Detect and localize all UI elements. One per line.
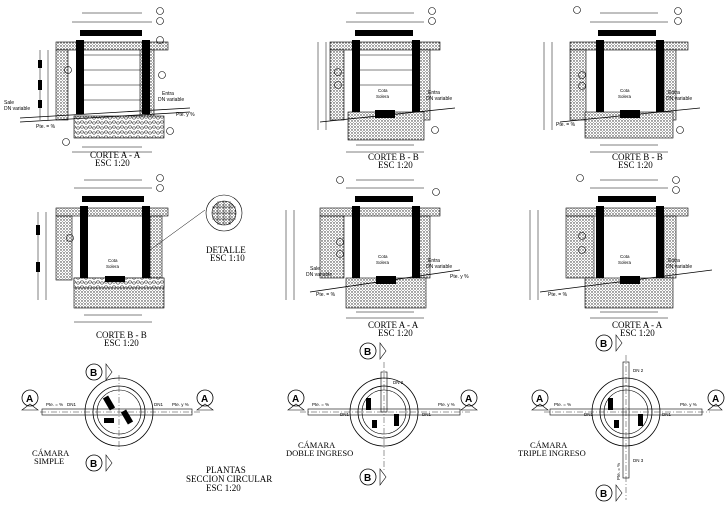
section-title: CORTE B - B: [96, 330, 147, 340]
detail-scale: ESC 1:10: [210, 253, 245, 263]
marker-a: A: [201, 394, 208, 405]
marker-a: A: [292, 394, 299, 405]
sale-label: Sale: [310, 266, 320, 272]
section-6: Cota Solera Entra DN variable Pte. = % C…: [529, 174, 713, 338]
dn-variable-label: DN variable: [158, 97, 184, 103]
section-scale: ESC 1:20: [95, 158, 130, 168]
section-title: CORTE B - B: [368, 152, 419, 162]
section-scale: ESC 1:20: [620, 328, 655, 338]
slope-label: Pte. y %: [450, 274, 469, 280]
plan-caption: DOBLE INGRESO: [286, 448, 353, 458]
slope-label: Pte. = %: [556, 122, 576, 128]
cota-label: Cota: [378, 88, 388, 93]
plan-double: A A B B Pte. = % DN1 DN1 Pte. y % DN 2 C…: [286, 342, 478, 486]
slope-label: Pte. = %: [36, 124, 56, 130]
dn3-label: DN 3: [633, 458, 644, 463]
solera-label: Solera: [618, 260, 632, 265]
slope-label: Pte. y %: [438, 402, 455, 407]
sale-label: Sale: [4, 100, 14, 106]
slope-label-vertical: Pte. = %: [616, 463, 621, 480]
entra-label: Entra: [668, 258, 680, 264]
dn-variable-label: DN variable: [426, 96, 452, 102]
solera-label: Solera: [106, 264, 120, 269]
cota-label: Cota: [378, 254, 388, 259]
dn-variable-label: DN variable: [666, 96, 692, 102]
section-title: CORTE A - A: [90, 150, 141, 160]
slope-label: Pte. y %: [680, 402, 697, 407]
plans-title: PLANTAS SECCION CIRCULAR ESC 1:20: [186, 465, 272, 493]
entra-label: Entra: [428, 258, 440, 264]
cota-label: Cota: [108, 258, 118, 263]
section-title: CORTE A - A: [612, 320, 663, 330]
section-scale: ESC 1:20: [378, 328, 413, 338]
plan-triple: A A B B Pte. = % DN1 DN1 Pte. y % DN 2 D…: [518, 334, 725, 502]
section-scale: ESC 1:20: [104, 338, 139, 348]
entra-label: Entra: [668, 90, 680, 96]
section-3: Cota Solera Entra DN variable Pte. = % C…: [543, 6, 701, 170]
detail: DETALLE ESC 1:10: [205, 194, 246, 263]
marker-a: A: [536, 394, 543, 405]
slope-label: Pte. = %: [46, 402, 63, 407]
dn1-label: DN1: [154, 402, 163, 407]
slope-label: Pte. = %: [316, 292, 336, 298]
marker-b: B: [364, 473, 371, 484]
solera-label: Solera: [376, 260, 390, 265]
dn1-label: DN1: [662, 412, 671, 417]
marker-b: B: [600, 489, 607, 500]
slope-label: Pte. = %: [548, 292, 568, 298]
plan-caption: SIMPLE: [34, 456, 64, 466]
slope-label: Pte. = %: [312, 402, 329, 407]
dn1-label: DN1: [584, 412, 593, 417]
marker-b: B: [600, 339, 607, 350]
section-4: Cota Solera CORTE B - B ESC 1:20: [36, 174, 206, 348]
section-title: CORTE A - A: [368, 320, 419, 330]
marker-a: A: [712, 394, 719, 405]
plan-caption: CÁMARA: [298, 440, 336, 450]
plan-caption: CÁMARA: [32, 448, 70, 458]
dn2-label: DN 2: [393, 380, 404, 385]
entra-label: Entra: [162, 91, 174, 97]
solera-label: Solera: [376, 94, 390, 99]
dn1-label: DN1: [422, 412, 431, 417]
section-scale: ESC 1:20: [618, 160, 653, 170]
section-scale: ESC 1:20: [378, 160, 413, 170]
marker-b: B: [90, 459, 97, 470]
dn-variable-label: DN variable: [666, 264, 692, 270]
section-title: CORTE B - B: [612, 152, 663, 162]
detail-title: DETALLE: [206, 245, 246, 255]
dn-variable-label: DN variable: [306, 272, 332, 278]
dn2-label: DN 2: [633, 368, 644, 373]
dn-variable-label: DN variable: [4, 106, 30, 112]
plan-caption: CÁMARA: [530, 440, 568, 450]
slope-label: Pte. y %: [176, 112, 195, 118]
marker-a: A: [26, 394, 33, 405]
plans-title-line1: PLANTAS: [206, 465, 246, 475]
section-5: Sale DN variable Cota Solera Entra DN va…: [285, 176, 469, 338]
marker-b: B: [364, 347, 371, 358]
plan-caption: TRIPLE INGRESO: [518, 448, 586, 458]
marker-b: B: [90, 368, 97, 379]
dn-variable-label: DN variable: [426, 264, 452, 270]
marker-a: A: [465, 394, 472, 405]
section-2: Cota Solera Entra DN variable CORTE B - …: [317, 7, 456, 170]
dn1-label: DN1: [67, 402, 76, 407]
cota-label: Cota: [620, 88, 630, 93]
dn1-label: DN1: [340, 412, 349, 417]
slope-label: Pte. = %: [554, 402, 571, 407]
cota-label: Cota: [620, 254, 630, 259]
plan-simple: A A B B Pte. = % DN1 DN1 Pte. y % CÁMARA…: [21, 363, 214, 472]
slope-label: Pte. y %: [172, 402, 189, 407]
section-1: Sale DN variable Entra DN variable Pte. …: [4, 7, 195, 168]
solera-label: Solera: [618, 94, 632, 99]
entra-label: Entra: [428, 90, 440, 96]
plans-title-line2: SECCION CIRCULAR: [186, 474, 272, 484]
plans-title-line3: ESC 1:20: [206, 483, 241, 493]
